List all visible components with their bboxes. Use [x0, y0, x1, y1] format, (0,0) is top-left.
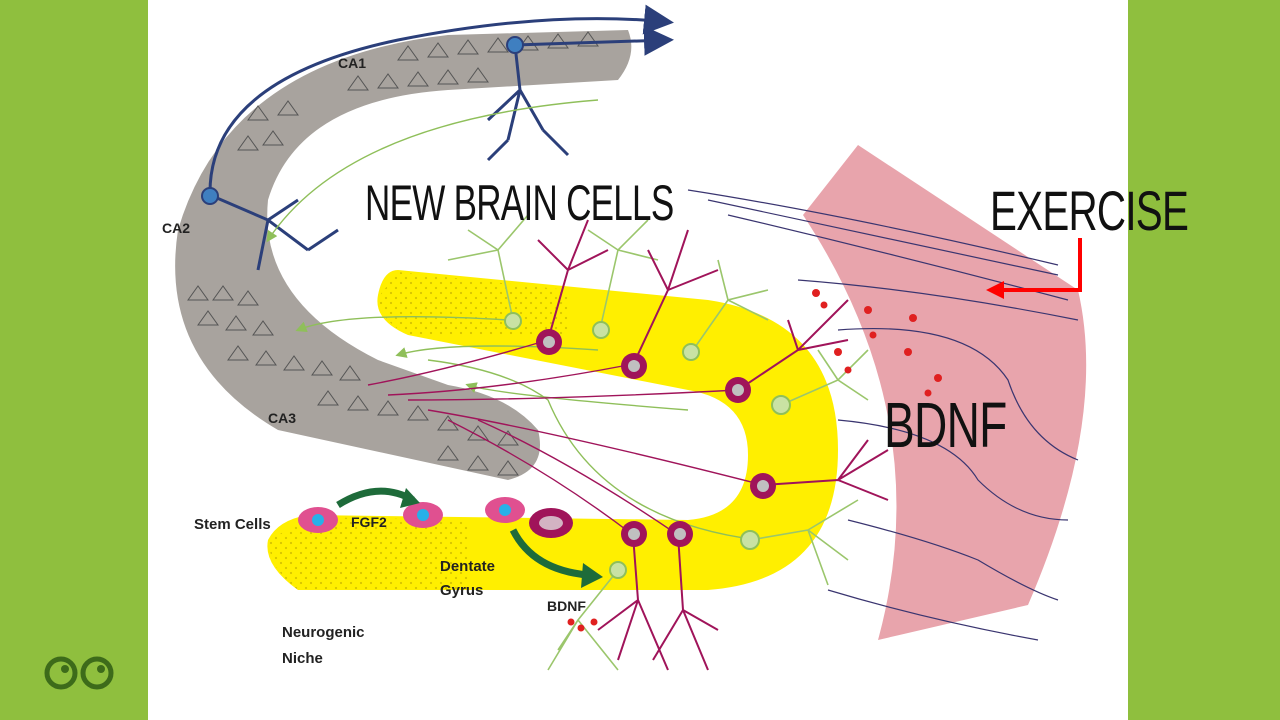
new-brain-cells-caption: NEW BRAIN CELLS	[365, 175, 674, 231]
immature-neurons	[504, 312, 791, 579]
fgf2-label: FGF2	[351, 514, 387, 530]
new-neuron-dendrites	[537, 219, 889, 671]
bdnf-caption: BDNF	[884, 389, 1007, 461]
differentiation-arrow	[509, 528, 589, 579]
dentate-label-line1: Dentate	[440, 558, 496, 575]
ca-band	[175, 30, 632, 480]
ca1-label: CA1	[338, 55, 367, 71]
bdnf-dots	[567, 289, 942, 632]
double-circle-logo-icon	[44, 656, 114, 690]
stem-cells-label: Stem Cells	[194, 516, 271, 533]
new-neurons	[536, 329, 776, 547]
hippocampus-diagram	[175, 4, 1087, 671]
new-neuron-axons	[367, 339, 764, 536]
entorhinal-band	[803, 145, 1087, 640]
ca-neurons	[208, 4, 674, 271]
ca3-label: CA3	[268, 410, 297, 426]
diagram-canvas: CA1 CA2 CA3 Stem Cells FGF2 Dentate Gyru…	[148, 0, 1128, 720]
neurogenic-label-line2: Niche	[282, 650, 323, 667]
perforant-path	[687, 189, 1079, 641]
dentate-label-line2: Gyrus	[440, 582, 484, 599]
stem-cells	[298, 497, 573, 538]
ca2-label: CA2	[162, 220, 191, 236]
exercise-arrow	[998, 238, 1082, 292]
exercise-caption: EXERCISE	[990, 179, 1189, 242]
neurogenic-label-line1: Neurogenic	[282, 624, 365, 641]
bdnf-small-label: BDNF	[547, 598, 586, 614]
